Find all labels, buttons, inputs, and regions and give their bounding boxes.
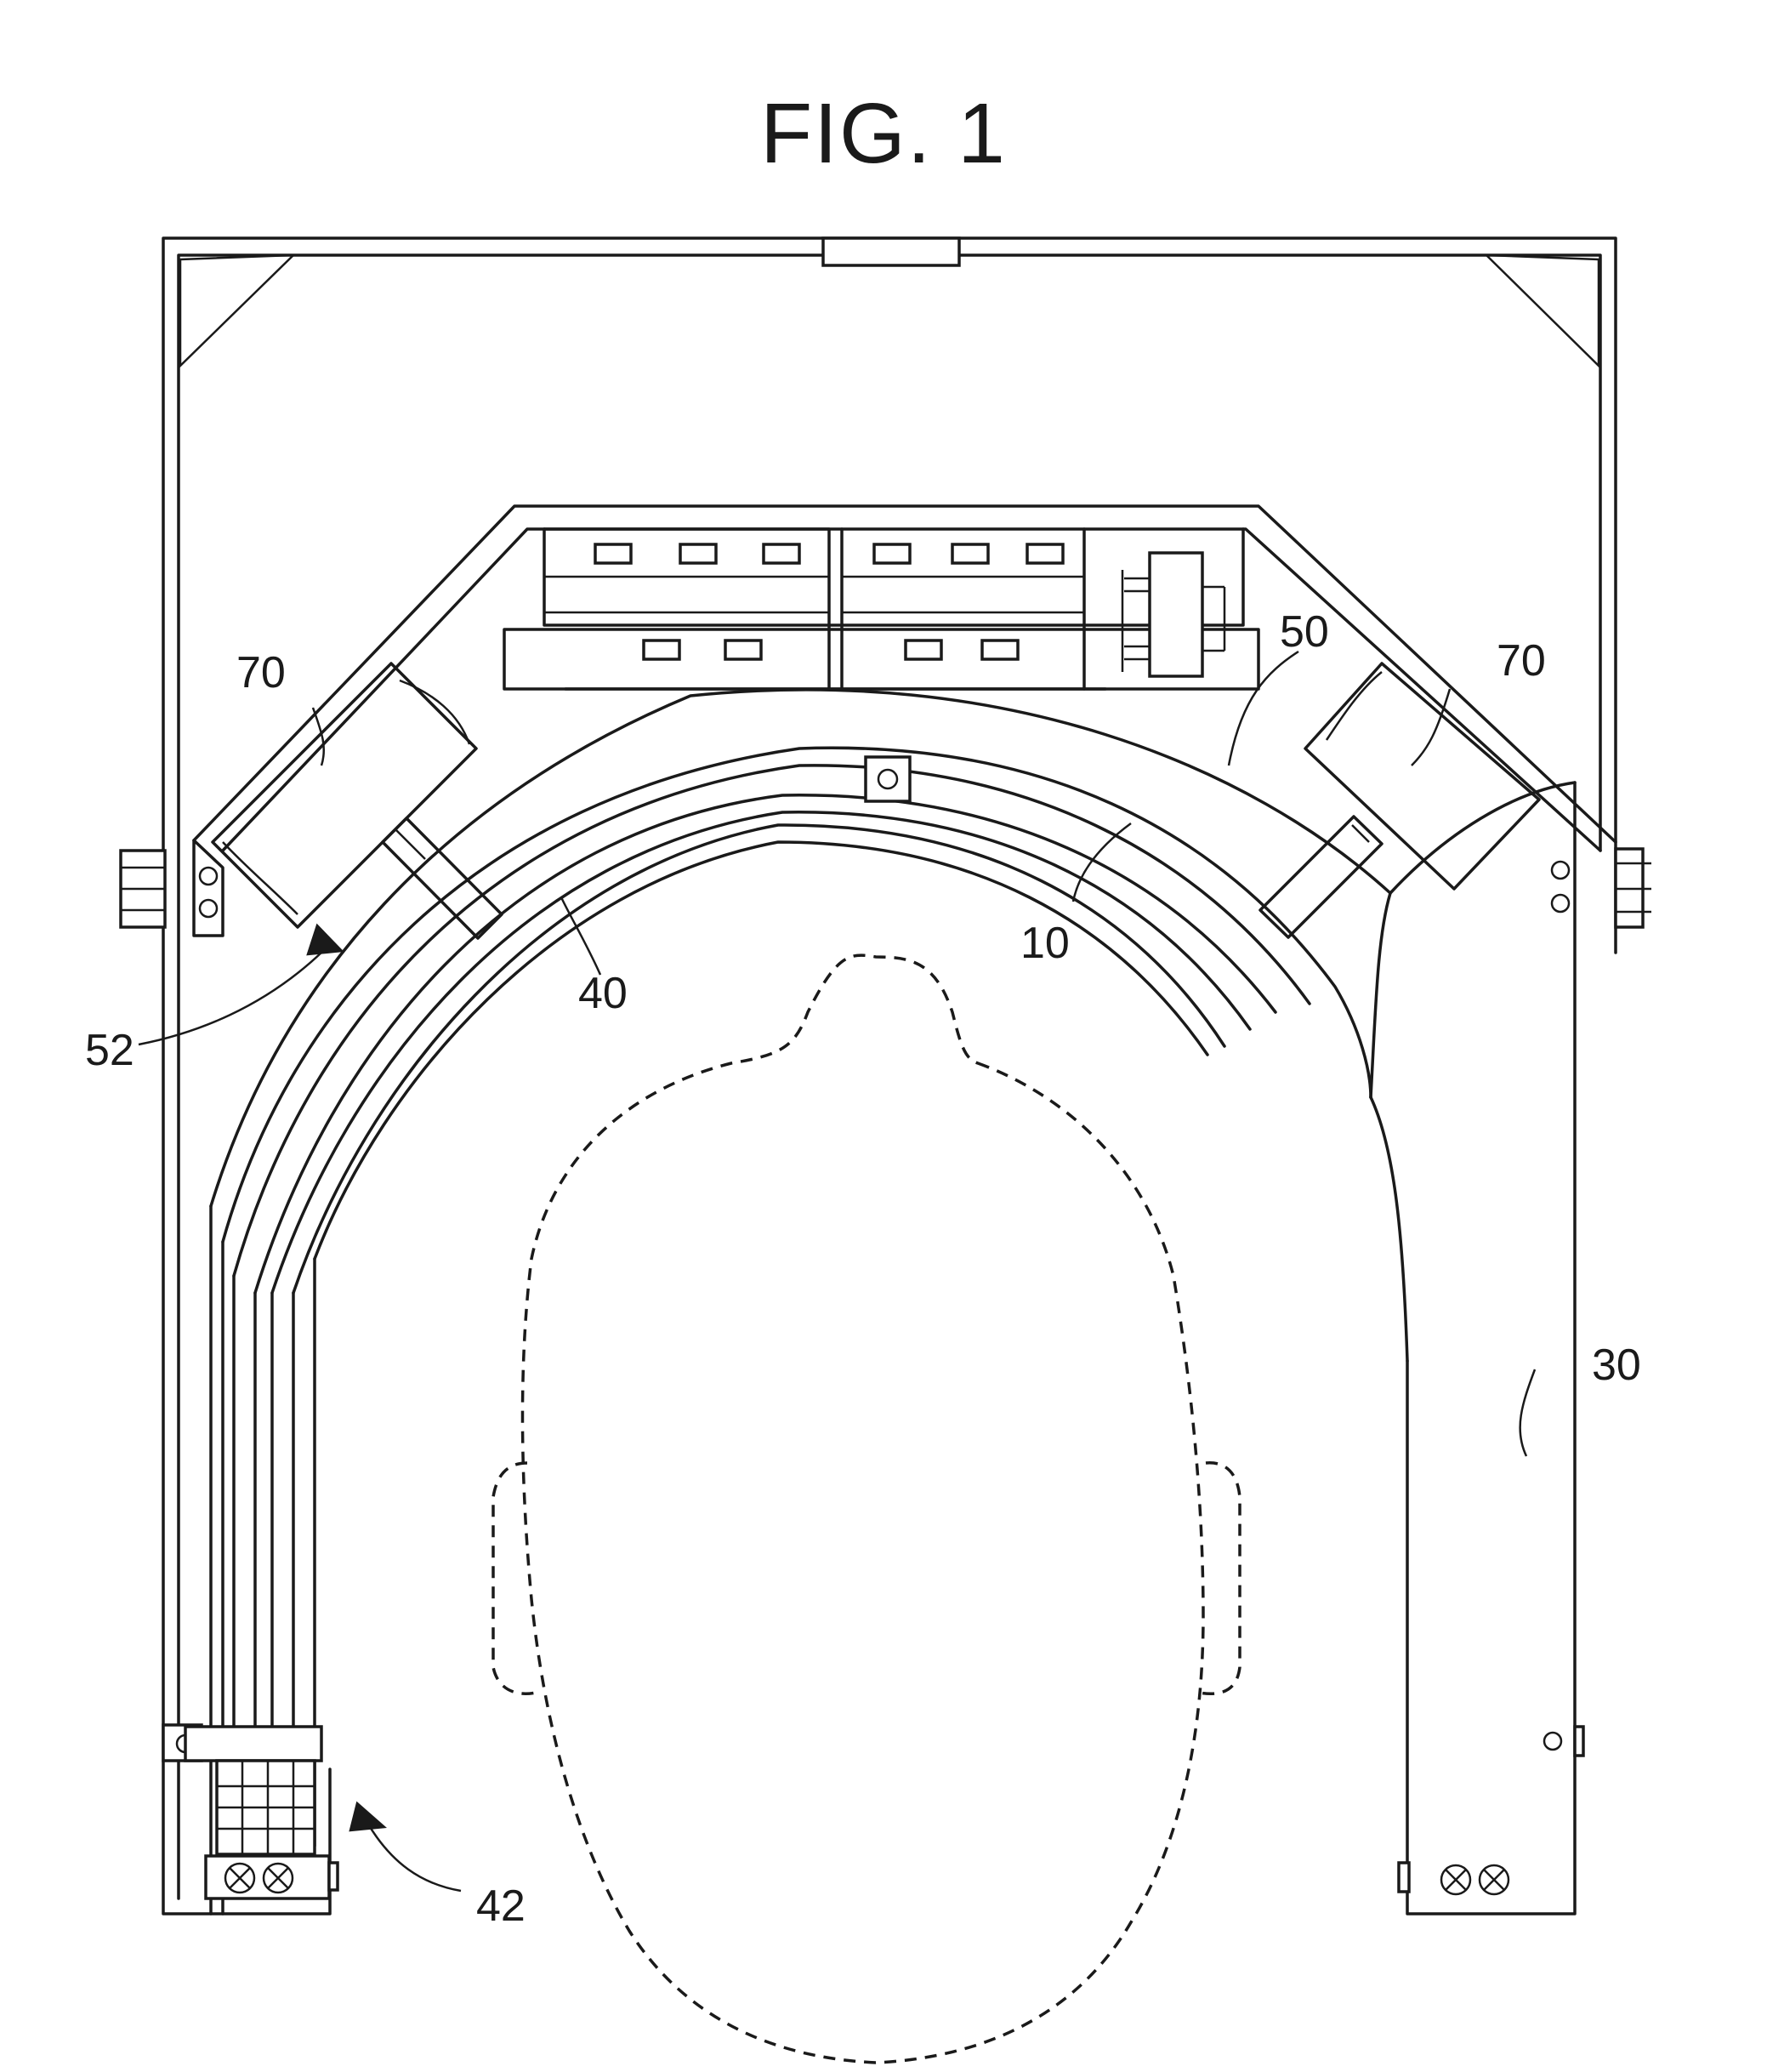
arc-assembly (211, 690, 1390, 1914)
left-mount (121, 840, 223, 1761)
terminal-block-left (185, 1727, 338, 1898)
figure-title: FIG. 1 (0, 85, 1767, 183)
label-ref-10: 10 (1020, 919, 1070, 968)
label-ref-30: 30 (1592, 1341, 1641, 1390)
module-70-left (213, 663, 502, 938)
label-ref-40: 40 (578, 969, 628, 1018)
label-ref-42: 42 (476, 1881, 526, 1931)
module-70-right (1260, 663, 1539, 937)
leader-lines (139, 652, 1535, 1891)
label-ref-70-right: 70 (1497, 636, 1546, 686)
label-ref-70-left: 70 (236, 648, 286, 697)
head-outline (493, 955, 1240, 2063)
label-ref-50: 50 (1280, 607, 1329, 657)
label-ref-52: 52 (85, 1026, 134, 1075)
